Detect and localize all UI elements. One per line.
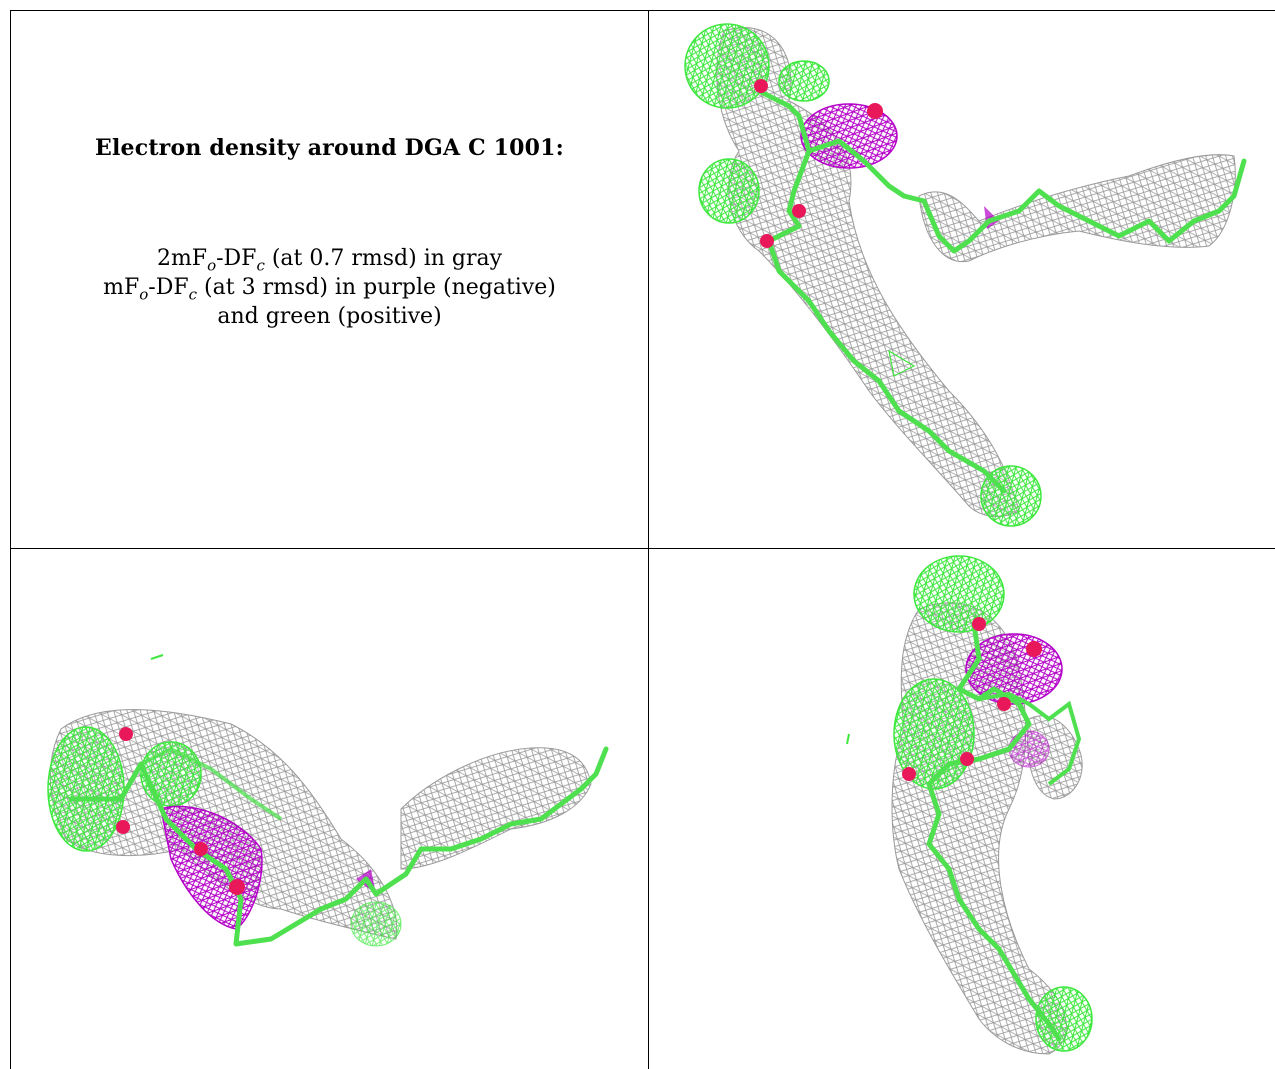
density-view-bottom-left [47,654,609,947]
ligand-stick-model [926,621,1082,1042]
caption-title: Electron density around DGA C 1001: [95,135,564,161]
oxygen-atoms [902,617,1042,781]
ligand-stick-model [756,88,1247,494]
table-border-left [10,10,11,1069]
table-border-top [10,10,1275,11]
caption-cell: Electron density around DGA C 1001: 2mFo… [11,11,648,547]
caption-line-fofc: mFo-DFc (at 3 rmsd) in purple (negative) [103,275,556,304]
density-view-bottom-right [846,555,1093,1055]
caption-line-2fofc: 2mFo-DFc (at 0.7 rmsd) in gray [156,246,503,275]
ligand-stick-model [68,746,609,947]
table-column-divider [648,10,649,1069]
caption-body: 2mFo-DFc (at 0.7 rmsd) in gray mFo-DFc (… [11,244,648,331]
oxygen-atoms [116,727,245,895]
table-row-divider [10,548,1275,549]
density-positive-mesh [893,555,1093,1052]
density-positive-mesh [684,23,1042,527]
density-view-top-right [684,23,1247,527]
oxygen-atoms [754,79,883,248]
density-2fofc-mesh [716,27,1236,517]
caption-line-positive: and green (positive) [217,304,442,329]
